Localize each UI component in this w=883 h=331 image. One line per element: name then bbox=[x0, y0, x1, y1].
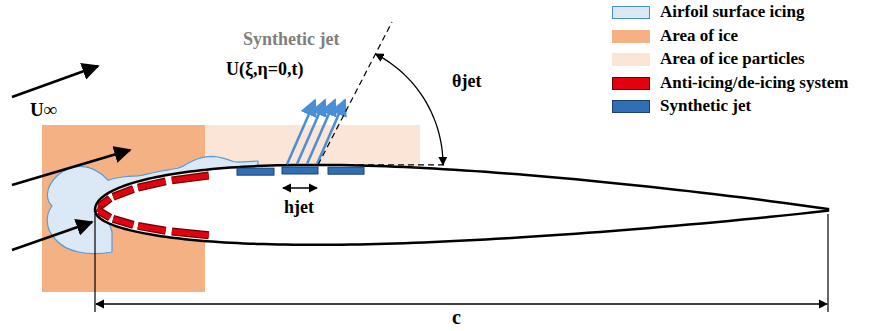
chord-label: c bbox=[452, 306, 461, 328]
legend-swatch bbox=[612, 30, 650, 43]
jet-flow-arrow bbox=[317, 100, 345, 164]
angle-label: θjet bbox=[452, 72, 481, 92]
freestream-arrow bbox=[12, 222, 92, 250]
legend-text: Anti-icing/de-icing system bbox=[660, 74, 848, 93]
legend-text: Area of ice bbox=[660, 27, 738, 46]
jet-velocity-label: U(ξ,η=0,t) bbox=[226, 60, 303, 80]
extension-line bbox=[94, 214, 95, 312]
heater-segments bbox=[98, 176, 209, 236]
freestream-arrow bbox=[12, 66, 98, 97]
width-label: hjet bbox=[284, 198, 314, 218]
jet-title: Synthetic jet bbox=[243, 30, 339, 50]
synthetic-jet-actuator bbox=[282, 167, 318, 174]
extension-line bbox=[827, 214, 828, 312]
legend-text: Area of ice particles bbox=[660, 50, 805, 69]
reference-line bbox=[318, 164, 448, 165]
legend-swatch bbox=[612, 53, 650, 66]
legend-text: Airfoil surface icing bbox=[660, 3, 804, 22]
airfoil bbox=[95, 165, 828, 245]
synthetic-jet-actuator bbox=[328, 167, 364, 174]
legend-text: Synthetic jet bbox=[660, 97, 751, 116]
angle-arc bbox=[375, 54, 443, 165]
freestream-arrow bbox=[12, 150, 130, 185]
synthetic-jet-actuator bbox=[237, 168, 274, 175]
chord-dimension bbox=[96, 303, 827, 304]
legend-swatch bbox=[612, 6, 650, 19]
freestream-label: U∞ bbox=[30, 100, 57, 121]
legend-swatch bbox=[612, 77, 650, 90]
legend-swatch bbox=[612, 100, 650, 113]
width-dimension bbox=[283, 187, 317, 188]
